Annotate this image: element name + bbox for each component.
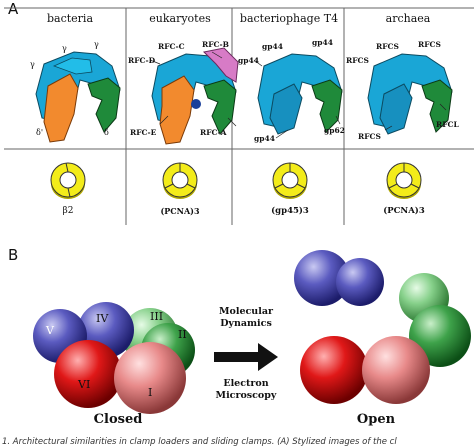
label-t4-gp44-2: gp44 [262, 42, 283, 51]
label-eukaryotes-rfc-c: RFC-C [158, 42, 185, 51]
label-archaea-rfcs-1: RFCS [346, 56, 369, 65]
label-t4-gp44-4: gp44 [254, 134, 275, 143]
ring-label-archaea: (PCNA)3 [383, 206, 425, 216]
clamp-ring-t4 [272, 162, 308, 199]
label-t4-gp44-1: gp44 [238, 56, 259, 65]
label-archaea-rfcs-2: RFCS [376, 42, 399, 51]
label-archaea-rfcs-4: RFCS [358, 132, 381, 141]
column-title-bacteria: bacteria [46, 12, 94, 25]
clamp-ring-archaea [386, 162, 422, 199]
subunit-label-i: I [148, 386, 153, 399]
panel-a-letter: A [8, 0, 19, 18]
panel-a-grid [4, 7, 474, 225]
column-title-t4: bacteriophage T4 [239, 12, 339, 25]
label-eukaryotes-rfc-e: RFC-E [130, 128, 157, 137]
arrow-label-bottom-line-1: Electron [223, 378, 269, 389]
closed-complex [33, 302, 195, 414]
closed-label: Closed [93, 412, 143, 427]
label-eukaryotes-rfc-b: RFC-B [202, 40, 229, 49]
label-bacteria-gamma-1: γ [30, 60, 35, 69]
label-bacteria-gamma-3: γ [94, 40, 99, 49]
label-archaea-rfcs-3: RFCS [418, 40, 441, 49]
ring-label-t4: (gp45)3 [271, 206, 309, 216]
clamp-loader-archaea [367, 53, 453, 135]
arrow-label-bottom-line-2: Microscopy [215, 390, 277, 401]
open-label: Open [356, 412, 396, 427]
clamp-ring-eukaryotes [162, 162, 198, 199]
subunit-label-ii: II [178, 328, 187, 341]
column-title-archaea: archaea [385, 12, 431, 25]
label-eukaryotes-rfc-d: RFC-D [128, 56, 156, 65]
ring-label-eukaryotes: (PCNA)3 [160, 206, 200, 216]
column-title-eukaryotes: eukaryotes [149, 12, 211, 25]
transition-arrow [214, 343, 278, 371]
panel-b-letter: B [8, 246, 19, 264]
arrow-label-top-line-1: Molecular [219, 306, 273, 317]
label-bacteria-delta-prime: δ' [36, 128, 44, 137]
arrow-label-bottom: Electron Microscopy [208, 378, 284, 402]
clamp-loader-bacteria [35, 51, 121, 143]
label-t4-gp44-3: gp44 [312, 38, 333, 47]
figure-caption: 1. Architectural similarities in clamp l… [2, 437, 397, 447]
subunit-label-iii: III [150, 310, 164, 323]
label-bacteria-gamma-2: γ [62, 44, 67, 53]
label-eukaryotes-rfc-a: RFC-A [200, 128, 227, 137]
label-leaders [149, 51, 447, 139]
subunit-label-v: V [46, 324, 54, 337]
open-complex [294, 250, 471, 404]
clamp-loader-t4 [257, 53, 343, 135]
arrow-label-top-line-2: Dynamics [220, 318, 272, 329]
ring-label-bacteria: β2 [62, 206, 74, 216]
clamp-rings [50, 162, 422, 199]
label-archaea-rfcl: RFCL [436, 120, 459, 129]
subunit-label-vi: VI [78, 378, 91, 391]
subunit-label-iv: IV [96, 312, 109, 325]
arrow-label-top: Molecular Dynamics [208, 306, 284, 330]
clamp-loader-eukaryotes [151, 47, 239, 145]
clamp-ring-bacteria [50, 162, 86, 199]
label-t4-gp62: gp62 [324, 126, 345, 135]
label-bacteria-delta: δ [104, 128, 109, 137]
